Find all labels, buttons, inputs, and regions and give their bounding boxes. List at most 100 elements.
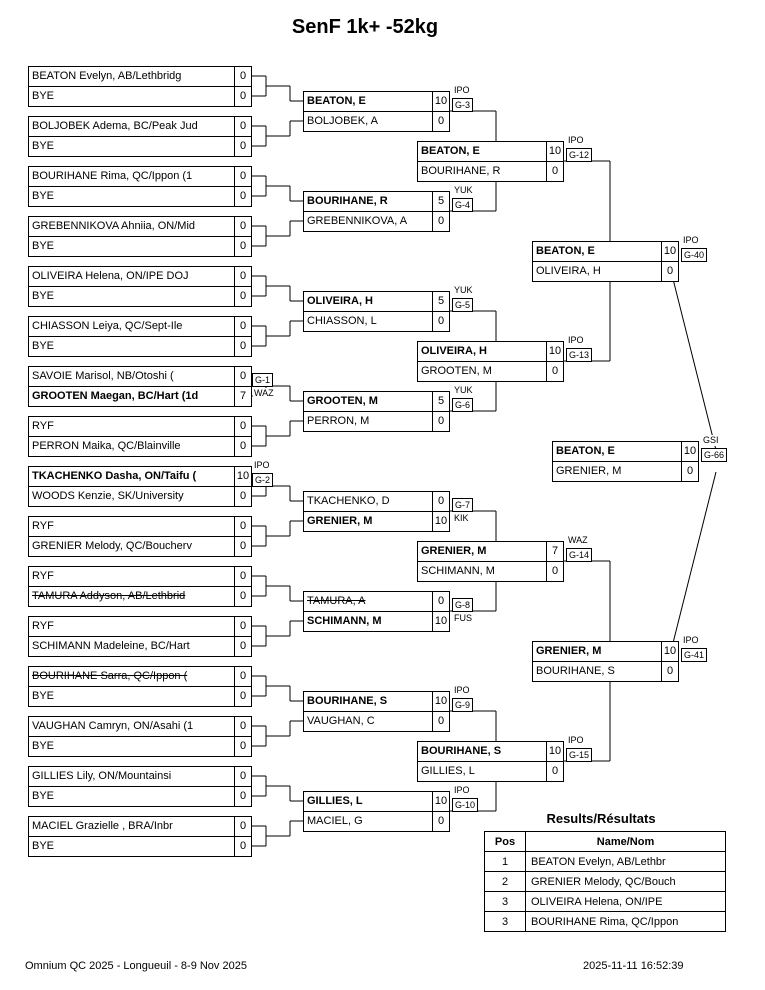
competitor-name: RYF	[32, 620, 54, 632]
score-cell: 0	[681, 462, 698, 481]
score-cell: 0	[432, 412, 449, 431]
score-cell: 0	[234, 367, 251, 386]
competitor-name: BOLJOBEK Adema, BC/Peak Jud	[32, 120, 198, 132]
score-cell: 5	[432, 392, 449, 411]
score-cell: 0	[546, 762, 563, 781]
competitor-name: BOLJOBEK, A	[307, 115, 378, 127]
score-cell: 0	[234, 787, 251, 806]
win-type-code: IPO	[682, 635, 700, 646]
score-cell: 10	[681, 442, 698, 461]
score-cell: 10	[546, 742, 563, 761]
competitor-row: RYF 0	[29, 617, 251, 636]
score-cell: 10	[432, 612, 449, 631]
competitor-row: BYE 0	[29, 786, 251, 806]
score-cell: 7	[234, 387, 251, 406]
game-number-label: G-12	[566, 148, 593, 162]
score-cell: 0	[234, 517, 251, 536]
score-cell: 0	[234, 487, 251, 506]
competitor-row: BOLJOBEK Adema, BC/Peak Jud 0	[29, 117, 251, 136]
score-cell: 0	[432, 592, 449, 611]
win-type-code: GSI	[702, 435, 720, 446]
score-cell: 0	[234, 617, 251, 636]
score-cell: 0	[234, 687, 251, 706]
score-cell: 0	[432, 212, 449, 231]
competitor-name: GRENIER, M	[307, 515, 373, 527]
score-cell: 0	[234, 737, 251, 756]
win-type-code: FUS	[453, 613, 473, 624]
win-type-code: YUK	[453, 285, 474, 296]
score-cell: 0	[234, 417, 251, 436]
competitor-name: GROOTEN, M	[421, 365, 492, 377]
competitor-name: BEATON, E	[421, 145, 480, 157]
score-cell: 0	[432, 712, 449, 731]
score-cell: 10	[546, 142, 563, 161]
score-cell: 10	[661, 642, 678, 661]
win-type-code: IPO	[682, 235, 700, 246]
competitor-name: VAUGHAN Camryn, ON/Asahi (1	[32, 720, 194, 732]
competitor-name: GILLIES, L	[307, 795, 363, 807]
win-type-code: IPO	[453, 685, 471, 696]
competitor-name: OLIVEIRA, H	[307, 295, 374, 307]
results-header-row: Pos Name/Nom	[484, 831, 726, 852]
competitor-name: BEATON, E	[307, 95, 366, 107]
results-pos-cell: 2	[484, 871, 526, 892]
game-number-label: G-41	[681, 648, 708, 662]
game-number-label: G-5	[452, 298, 474, 312]
score-cell: 7	[546, 542, 563, 561]
score-cell: 0	[234, 167, 251, 186]
score-cell: 0	[234, 287, 251, 306]
footer-timestamp: 2025-11-11 16:52:39	[583, 960, 684, 972]
win-type-code: WAZ	[253, 388, 275, 399]
game-number-label: G-15	[566, 748, 593, 762]
score-cell: 0	[234, 117, 251, 136]
competitor-name: BYE	[32, 690, 55, 702]
game-number-label: G-7	[452, 498, 474, 512]
competitor-row: BOURIHANE, S 10	[418, 742, 563, 761]
competitor-name: TKACHENKO Dasha, ON/Taifu (	[32, 470, 197, 482]
competitor-name: BOURIHANE, S	[421, 745, 502, 757]
competitor-name: MACIEL Grazielle , BRA/Inbr	[32, 820, 173, 832]
win-type-code: KIK	[453, 513, 470, 524]
competitor-name: WOODS Kenzie, SK/University	[32, 490, 184, 502]
competitor-name: SCHIMANN, M	[421, 565, 495, 577]
game-number-label: G-66	[701, 448, 728, 462]
competitor-name: GILLIES, L	[421, 765, 475, 777]
competitor-name: BYE	[32, 190, 55, 202]
score-cell: 10	[546, 342, 563, 361]
competitor-name: BYE	[32, 790, 55, 802]
score-cell: 10	[432, 92, 449, 111]
